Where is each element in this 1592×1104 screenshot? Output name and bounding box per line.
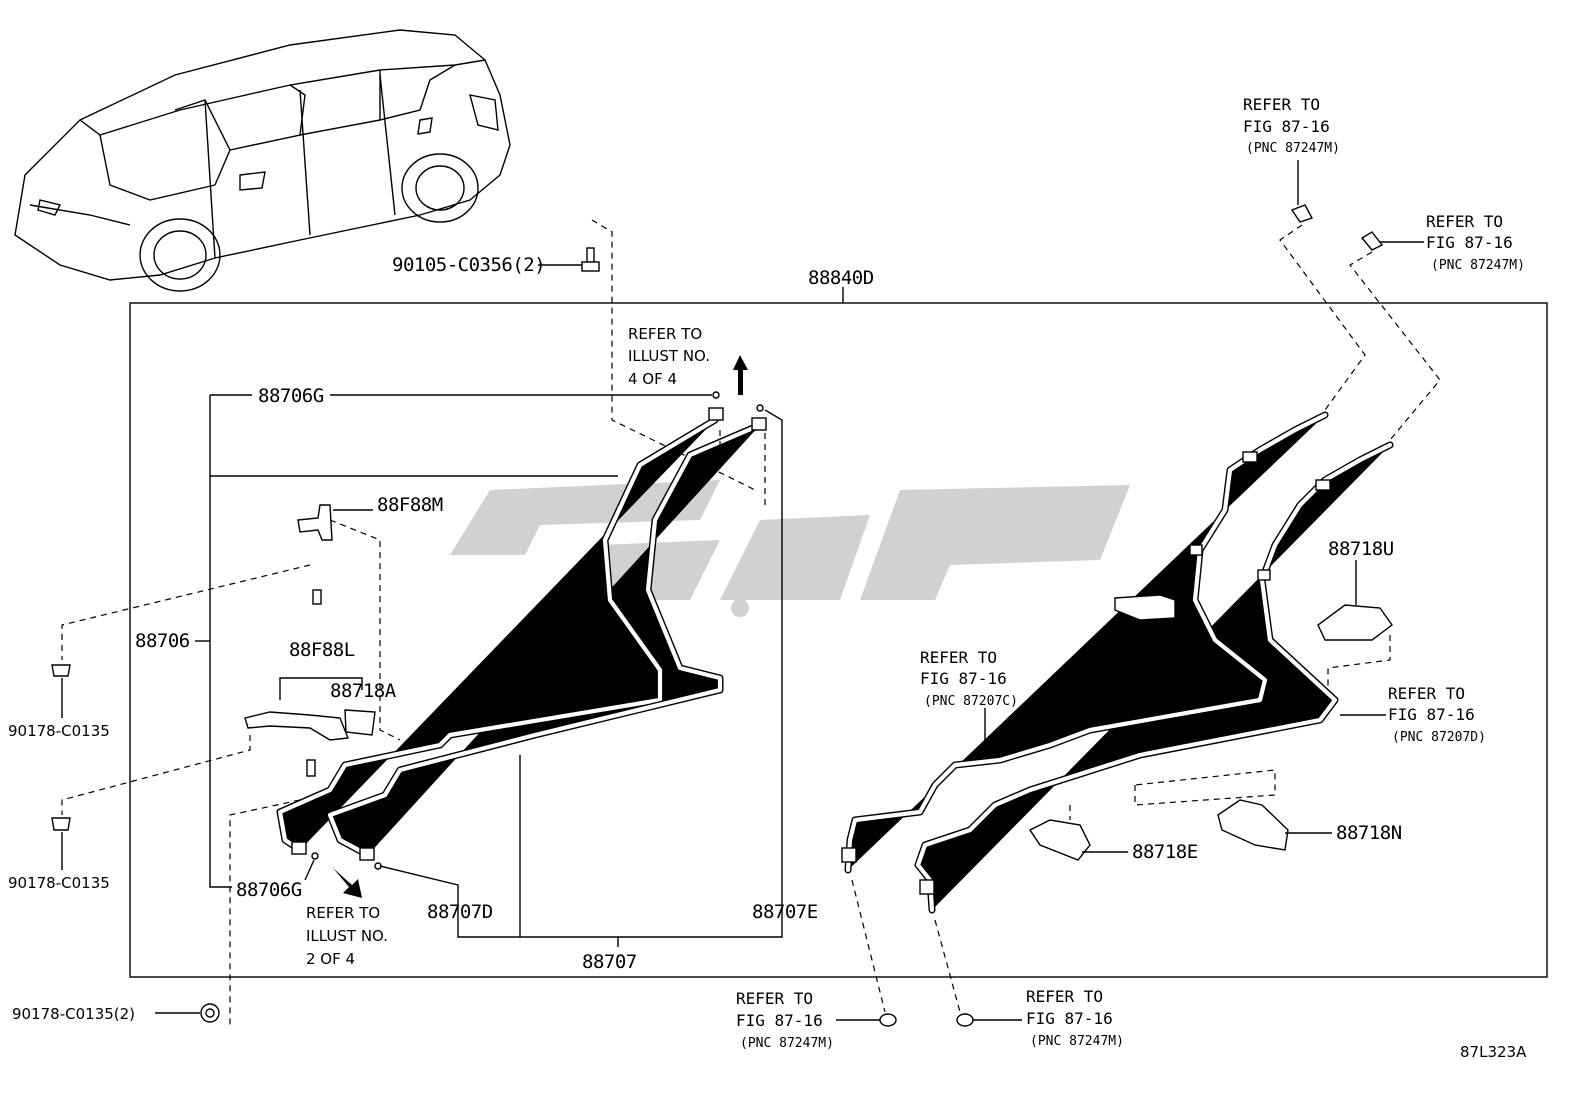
part-88707E[interactable]: 88707E [752, 901, 818, 923]
refer-illust-4[interactable]: REFER TO ILLUST NO. 4 OF 4 [628, 325, 710, 388]
clip-icon [51, 664, 71, 677]
nut-icon [200, 1003, 220, 1023]
part-88707[interactable]: 88707 [582, 951, 637, 973]
svg-text:REFER TO: REFER TO [736, 989, 813, 1008]
part-88840D[interactable]: 88840D [808, 267, 874, 289]
svg-text:REFER TO: REFER TO [1243, 95, 1320, 114]
part-88718V[interactable]: 88718V [1112, 664, 1178, 686]
refer-illust-2[interactable]: REFER TO ILLUST NO. 2 OF 4 [306, 904, 388, 968]
refer-fig-bot2[interactable]: REFER TO FIG 87-16 (PNC 87247M) [1026, 987, 1124, 1049]
part-90178-C0135-a[interactable]: 90178-C0135 [8, 722, 110, 740]
clip-icon [1360, 231, 1384, 251]
svg-text:(PNC 87207D): (PNC 87207D) [1392, 730, 1486, 745]
svg-text:(PNC 87247M): (PNC 87247M) [1030, 1034, 1124, 1049]
refer-fig-bot1[interactable]: REFER TO FIG 87-16 (PNC 87247M) [736, 989, 834, 1051]
part-90105-C0356[interactable]: 90105-C0356(2) [392, 254, 546, 276]
svg-text:REFER TO: REFER TO [306, 904, 380, 922]
illustration-code: 87L323A [1460, 1043, 1527, 1061]
svg-text:(PNC 87247M): (PNC 87247M) [1431, 258, 1525, 273]
refer-fig-top2[interactable]: REFER TO FIG 87-16 (PNC 87247M) [1426, 212, 1525, 273]
fitting-icon [291, 407, 767, 861]
arrow-up-icon [733, 355, 748, 395]
part-90178-C0135-b[interactable]: 90178-C0135 [8, 874, 110, 892]
clip-icon [879, 1013, 974, 1027]
part-88718A[interactable]: 88718A [330, 680, 397, 702]
part-88F88L[interactable]: 88F88L [289, 639, 355, 661]
svg-text:ILLUST NO.: ILLUST NO. [628, 347, 710, 365]
svg-text:(PNC 87207C): (PNC 87207C) [924, 694, 1018, 709]
part-88707D[interactable]: 88707D [427, 901, 493, 923]
part-88718U[interactable]: 88718U [1328, 538, 1394, 560]
svg-text:FIG 87-16: FIG 87-16 [1243, 117, 1330, 136]
clamp-88718V-icon [1114, 594, 1176, 621]
vehicle-illustration [14, 29, 511, 292]
svg-text:ILLUST NO.: ILLUST NO. [306, 927, 388, 945]
svg-text:FIG 87-16: FIG 87-16 [736, 1011, 823, 1030]
assembly-frame [129, 302, 1548, 978]
bracket-88F88M-icon [297, 504, 333, 605]
refer-fig-87207D[interactable]: REFER TO FIG 87-16 (PNC 87207D) [1388, 684, 1486, 745]
part-88718E[interactable]: 88718E [1132, 841, 1198, 863]
fitting-icon [841, 451, 1331, 895]
part-90178-C0135-2[interactable]: 90178-C0135(2) [12, 1005, 135, 1023]
refer-fig-87207C[interactable]: REFER TO FIG 87-16 (PNC 87207C) [920, 648, 1018, 709]
clamp-88718N-icon [1217, 799, 1289, 851]
part-88706G-upper[interactable]: 88706G [258, 385, 324, 407]
svg-text:(PNC 87247M): (PNC 87247M) [1246, 141, 1340, 156]
arrow-down-icon [333, 868, 362, 898]
svg-text:FIG 87-16: FIG 87-16 [920, 669, 1007, 688]
refer-fig-top1[interactable]: REFER TO FIG 87-16 (PNC 87247M) [1243, 95, 1340, 156]
part-88718N[interactable]: 88718N [1336, 822, 1402, 844]
tube-88706 [280, 420, 760, 855]
part-88F88M[interactable]: 88F88M [377, 494, 443, 516]
bracket-88F88L-icon [244, 709, 376, 777]
svg-text:FIG 87-16: FIG 87-16 [1388, 705, 1475, 724]
part-88706[interactable]: 88706 [135, 630, 190, 652]
svg-text:REFER TO: REFER TO [1426, 212, 1503, 231]
svg-text:4 OF 4: 4 OF 4 [628, 370, 677, 388]
clip-icon [51, 817, 71, 831]
watermark-logo [450, 480, 1130, 617]
clamp-88718E-icon [1028, 819, 1091, 861]
bolt-icon [581, 247, 600, 272]
svg-text:REFER TO: REFER TO [1388, 684, 1465, 703]
svg-text:(PNC 87247M): (PNC 87247M) [740, 1036, 834, 1051]
svg-text:FIG 87-16: FIG 87-16 [1426, 233, 1513, 252]
svg-text:2 OF 4: 2 OF 4 [306, 950, 355, 968]
clip-icon [1290, 204, 1314, 223]
part-88706G-lower[interactable]: 88706G [236, 879, 302, 901]
svg-text:FIG 87-16: FIG 87-16 [1026, 1009, 1113, 1028]
svg-text:REFER TO: REFER TO [920, 648, 997, 667]
clamp-88718U-icon [1317, 604, 1393, 641]
svg-text:REFER TO: REFER TO [628, 325, 702, 343]
svg-text:REFER TO: REFER TO [1026, 987, 1103, 1006]
